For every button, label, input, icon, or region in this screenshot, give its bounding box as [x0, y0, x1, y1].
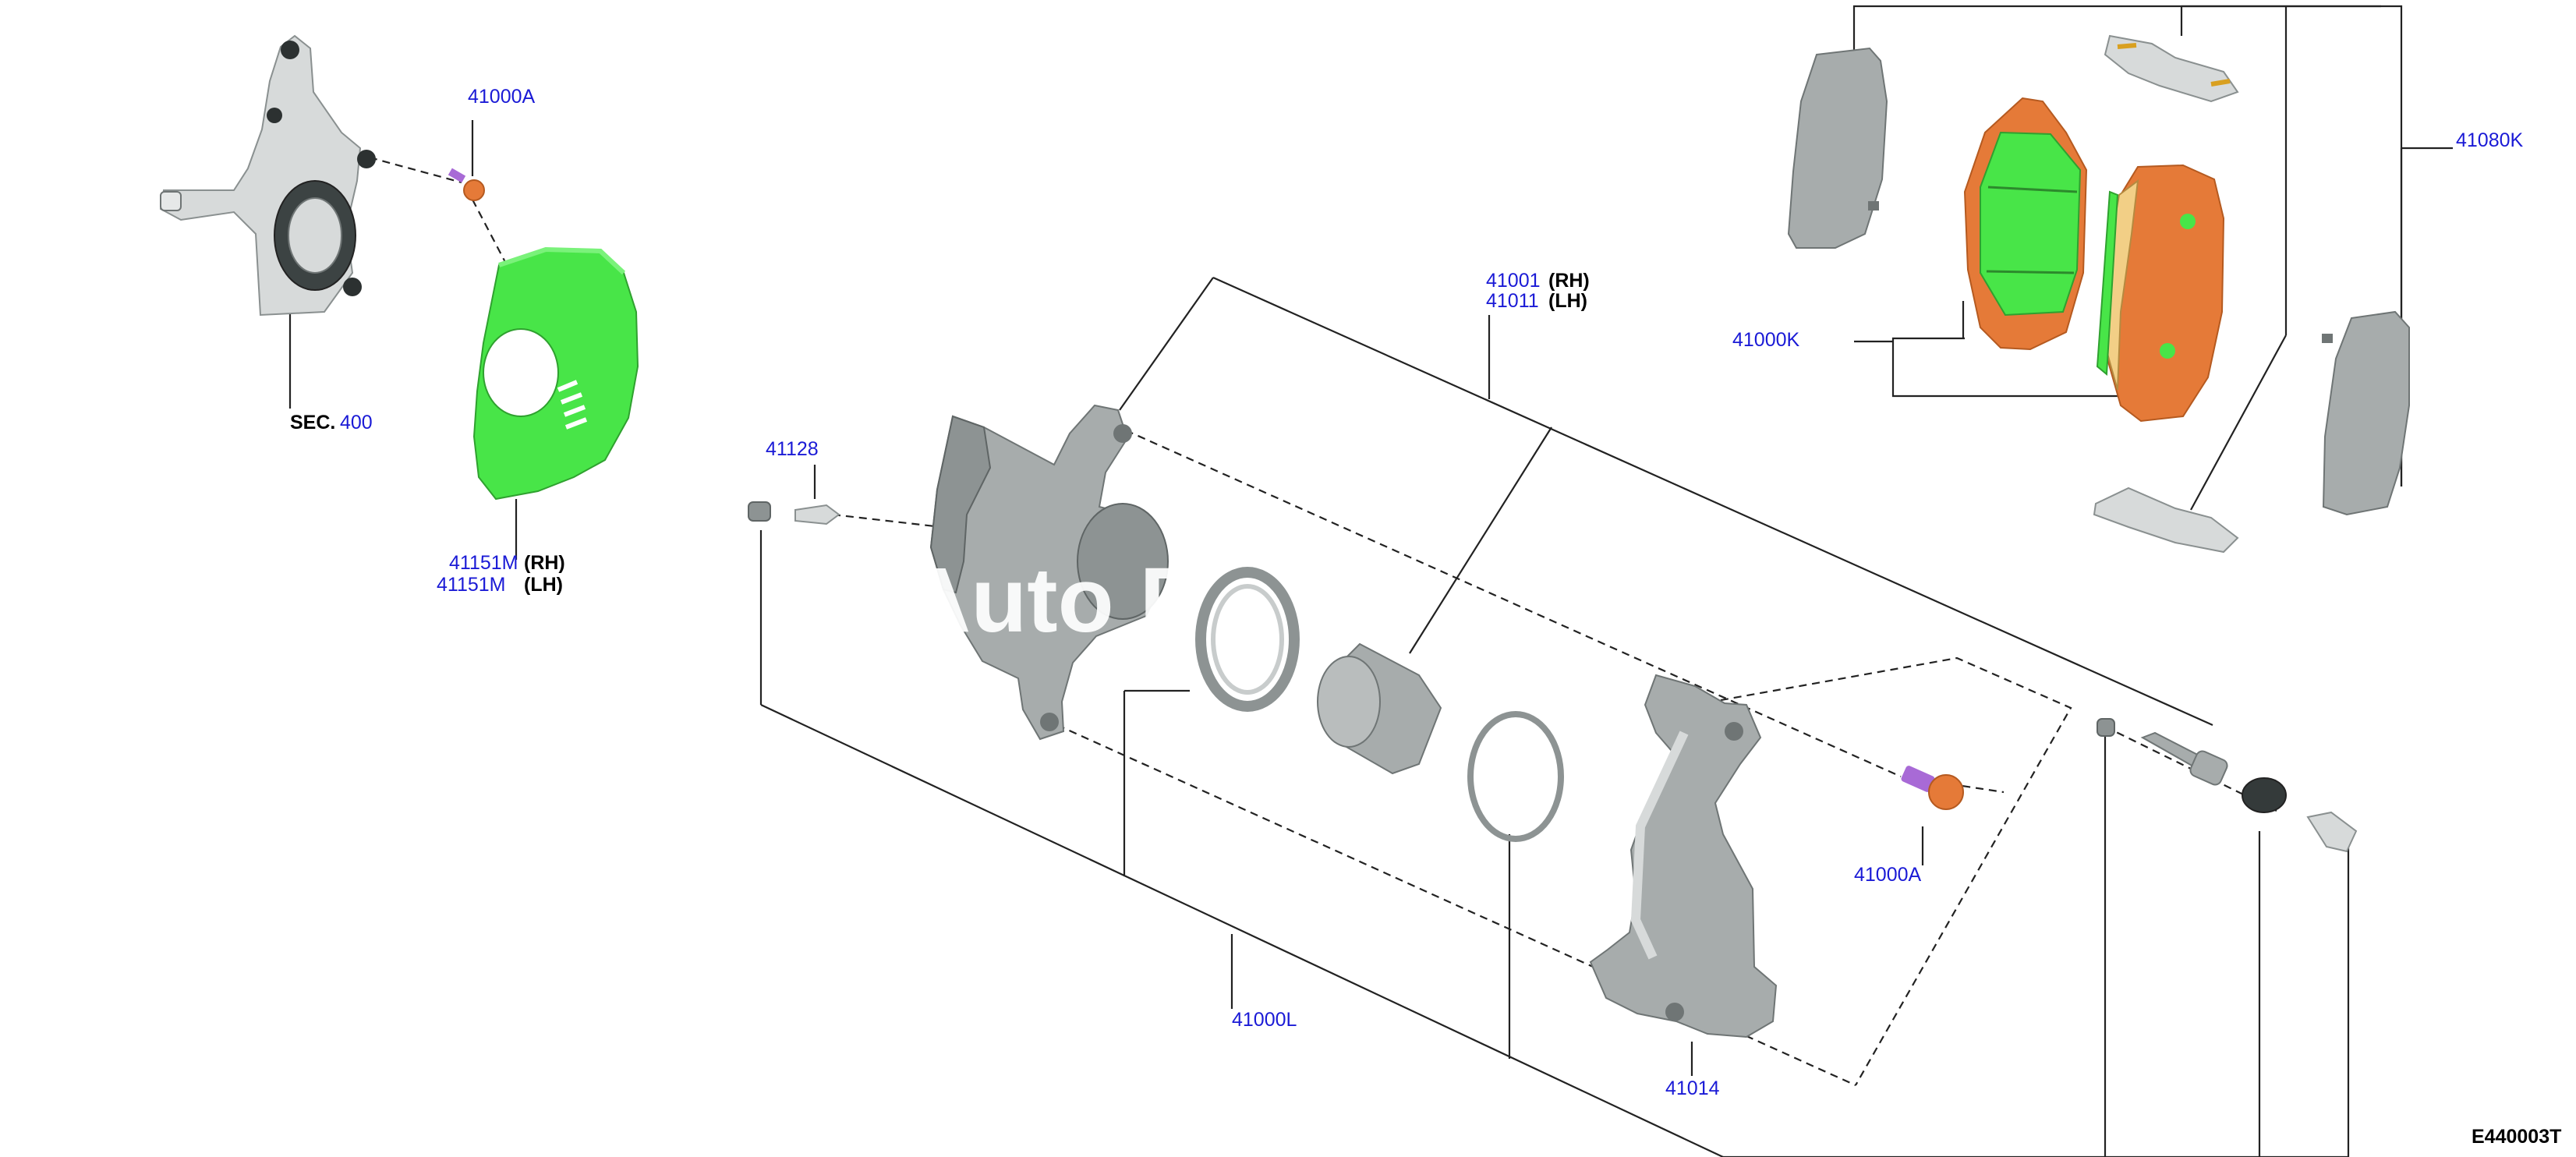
- label-seal-kit: 41000L: [1232, 1009, 1297, 1031]
- labels: 41000A SEC. 400 41151M (RH) 41151M (LH) …: [290, 86, 2561, 1148]
- caliper-bolt: [1901, 766, 1964, 810]
- dust-shield: [472, 246, 639, 501]
- brake-pad-inner: [1963, 97, 2088, 351]
- label-bracket: 41014: [1665, 1077, 1720, 1099]
- knuckle-bolt: [448, 168, 485, 201]
- diagram-code: E440003T: [2472, 1126, 2561, 1148]
- brake-pad-outer-shim: [1787, 47, 1888, 249]
- label-sec-prefix: SEC.: [290, 412, 335, 433]
- bleeder-screw: [748, 501, 840, 525]
- label-shield-rh-number: 41151M: [449, 552, 518, 574]
- caliper-bracket: [1589, 674, 1778, 1038]
- piston-seal: [1195, 567, 1300, 712]
- label-sec-number: 400: [340, 412, 373, 433]
- caliper-body: [929, 404, 1169, 741]
- leader-lines: [288, 5, 2453, 1157]
- piston-ring: [1467, 711, 1564, 842]
- label-hardware-kit: 41080K: [2456, 129, 2524, 151]
- label-caliper-rh-number: 41001: [1486, 270, 1541, 292]
- label-caliper-rh-side: (RH): [1548, 270, 1590, 292]
- label-shield-rh-side: (RH): [524, 552, 565, 574]
- label-shield-lh-side: (LH): [524, 574, 563, 596]
- label-caliper-lh-side: (LH): [1548, 290, 1587, 312]
- pad-clip-upper: [2104, 34, 2239, 103]
- label-pad-kit: 41000K: [1732, 329, 1800, 351]
- label-bleeder: 41128: [766, 438, 819, 460]
- guide-pin-set: [2097, 718, 2358, 853]
- label-shield-lh-number: 41151M: [437, 574, 506, 596]
- watermark: Auto P: [904, 549, 1201, 652]
- label-knuckle-bolt: 41000A: [468, 86, 536, 108]
- piston: [1317, 642, 1442, 775]
- pad-clip-lower: [2093, 487, 2239, 554]
- steering-knuckle: [159, 34, 376, 317]
- label-caliper-lh-number: 41011: [1486, 290, 1539, 312]
- label-caliper-bolt: 41000A: [1854, 864, 1922, 886]
- brake-pad-inner-shim: [2322, 310, 2410, 516]
- brake-pad-outer: [2096, 164, 2225, 423]
